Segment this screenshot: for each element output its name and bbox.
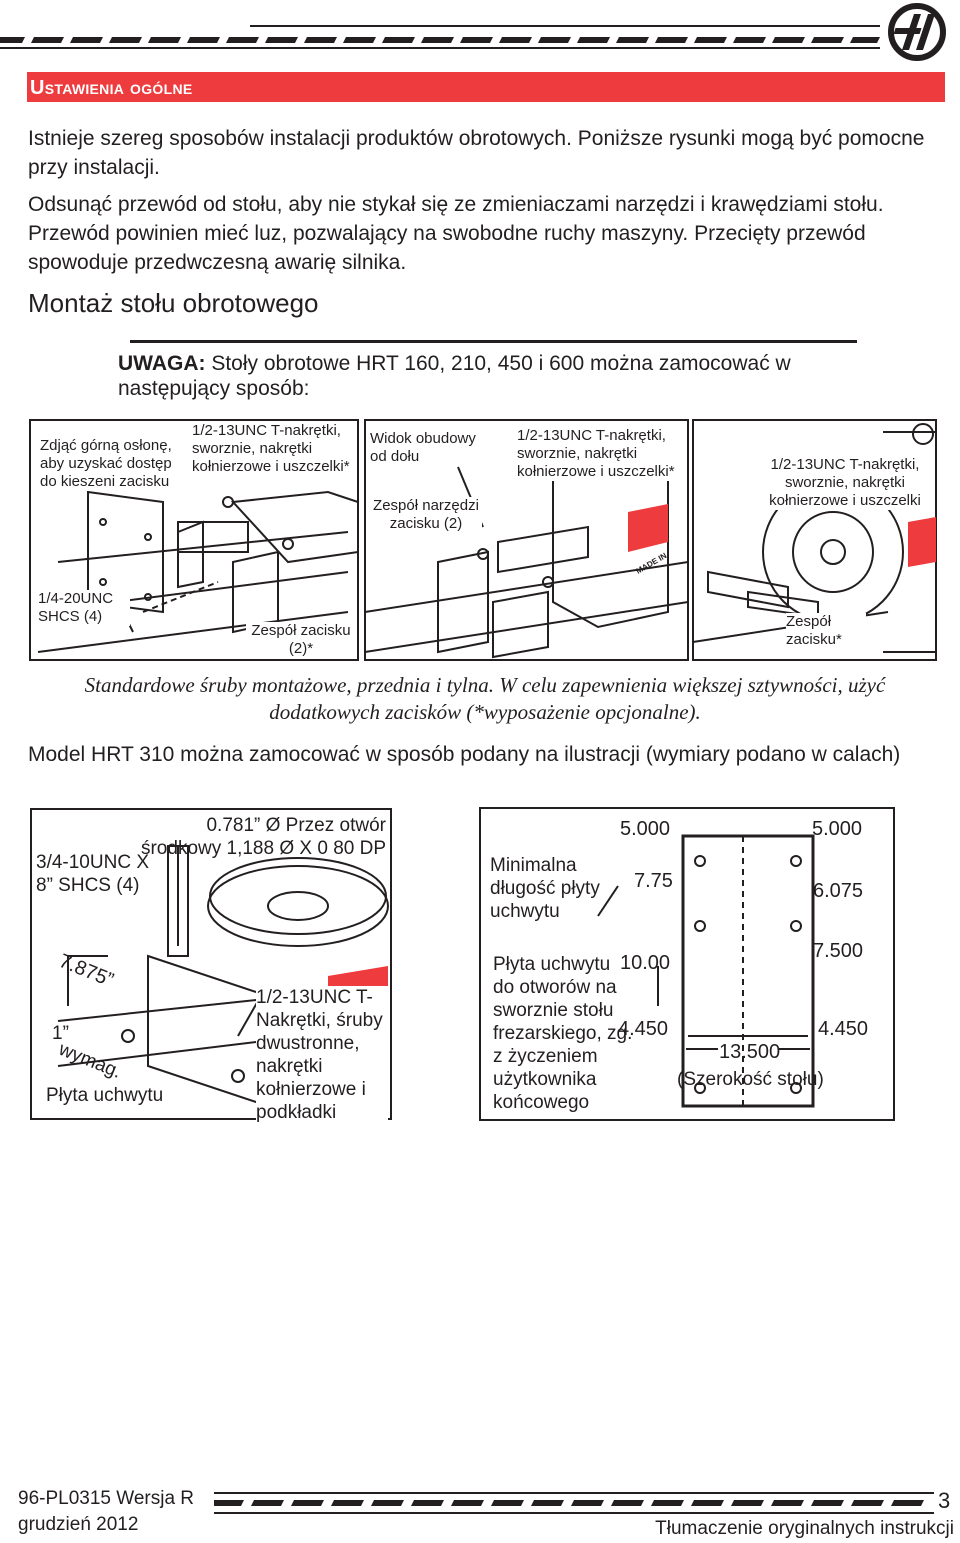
figure-caption: Standardowe śruby montażowe, przednia i …: [84, 673, 886, 724]
fig1-clamp-right-label: Zespół zacisku*: [786, 613, 866, 649]
made-in-label: MADE IN: [635, 551, 669, 576]
fig3-dim-775: 7.75: [634, 870, 673, 892]
hrt310-paragraph: Model HRT 310 można zamocować w sposób p…: [28, 743, 901, 766]
fig1-shcs-label: 1/4-20UNC SHCS (4): [38, 590, 130, 626]
footer-stripes: [214, 1492, 934, 1514]
fig2-shcs-label: 3/4-10UNC X 8” SHCS (4): [36, 852, 149, 896]
section-title: Ustawienia ogólne: [30, 77, 193, 99]
haas-logo-icon: [888, 3, 946, 61]
fig1-tnuts-mid-label: 1/2-13UNC T-nakrętki, sworznie, nakrętki…: [517, 427, 677, 481]
footer-translation: Tłumaczenie oryginalnych instrukcji: [655, 1518, 954, 1539]
fig1-tnuts-right-label: 1/2-13UNC T-nakrętki, sworznie, nakrętki…: [760, 456, 930, 510]
fig1-remove-cover-label: Zdjąć górną osłonę, aby uzyskać dostęp d…: [40, 437, 185, 491]
fig3-dim-1000: 10.00: [620, 952, 671, 974]
fig1-housing-view-label: Widok obudowy od dołu: [370, 430, 482, 466]
figure-rotary-table-mounting: MADE IN: [29, 419, 937, 661]
fig3-plate-holes-label: Płyta uchwytu do otworów na sworznie sto…: [493, 954, 633, 1113]
fig2-plate-label: Płyta uchwytu: [46, 1084, 164, 1107]
fig2-tnuts-label: 1/2-13UNC T-Nakrętki, śruby dwustronne, …: [256, 986, 388, 1124]
intro-paragraph-1: Istnieje szereg sposobów instalacji prod…: [28, 127, 925, 179]
note-rule: [130, 340, 857, 343]
fig2-dim-1: 1”: [52, 1023, 69, 1044]
figure-chuck-plate-dimensions: [479, 807, 895, 1121]
fig3-dim-4450-right: 4.450: [818, 1018, 869, 1040]
mounting-note: UWAGA: Stoły obrotowe HRT 160, 210, 450 …: [118, 351, 878, 401]
fig3-dim-4450-left: 4.450: [618, 1018, 669, 1040]
fig3-dim-5000-left: 5.000: [620, 818, 671, 840]
note-text: Stoły obrotowe HRT 160, 210, 450 i 600 m…: [118, 352, 791, 400]
fig3-dim-5000-right: 5.000: [812, 818, 863, 840]
fig1-tool-clamp-label: Zespół narzędzi zacisku (2): [370, 497, 482, 533]
fig3-dim-6075: 6.075: [813, 880, 864, 902]
fig3-width-label: (Szerokość stołu): [677, 1069, 824, 1090]
fig3-min-length-label: Minimalna długość płyty uchwytu: [490, 855, 600, 922]
fig1-tnuts-left-label: 1/2-13UNC T-nakrętki, sworznie, nakrętki…: [192, 422, 352, 476]
intro-paragraph-2: Odsunąć przewód od stołu, aby nie stykał…: [28, 193, 884, 274]
footer-page-number: 3: [938, 1488, 951, 1513]
fig3-dim-13500: 13.500: [719, 1041, 781, 1063]
mounting-heading: Montaż stołu obrotowego: [28, 288, 319, 318]
note-label: UWAGA:: [118, 352, 206, 375]
fig3-dim-7500: 7.500: [813, 940, 864, 962]
section-header-bar: [27, 72, 945, 102]
fig2-center-hole-label: 0.781” Ø Przez otwór środkowy 1,188 Ø X …: [140, 815, 386, 859]
header-stripes: [0, 25, 880, 49]
footer-doc-id: 96-PL0315 Wersja R: [18, 1488, 195, 1509]
fig1-clamp-left-label: Zespół zacisku (2)*: [246, 622, 356, 658]
footer-date: grudzień 2012: [18, 1514, 139, 1535]
